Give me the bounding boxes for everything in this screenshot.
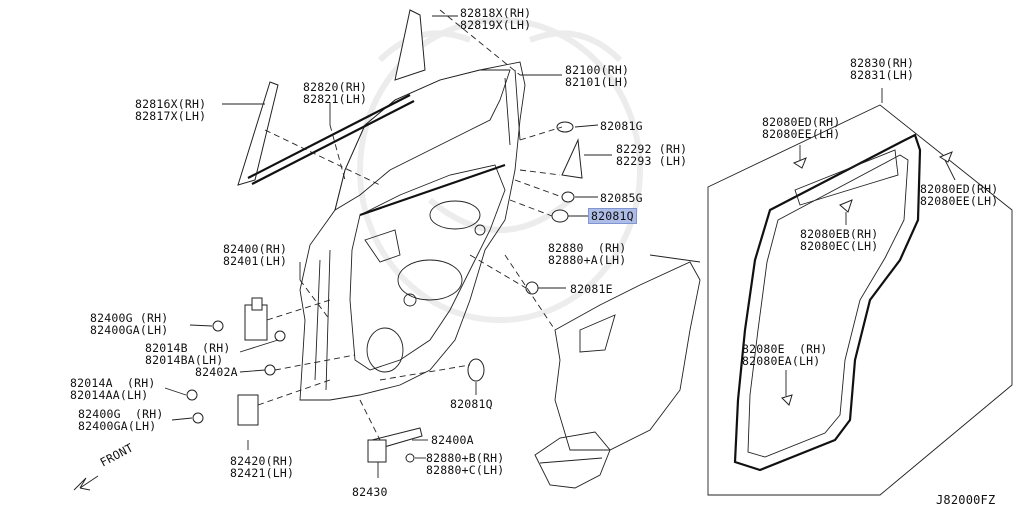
screen-82880b	[534, 431, 611, 489]
weatherstrip-box	[707, 104, 1013, 496]
clip-82080e	[781, 394, 793, 406]
label-82100: 82100(RH)82101(LH)	[565, 63, 630, 89]
label-82820: 82820(RH)82821(LH)	[303, 80, 368, 106]
label-82400a: 82400A	[431, 433, 474, 447]
label-82880b: 82880+B(RH)82880+C(LH)	[426, 451, 505, 477]
label-82830: 82830(RH)82831(LH)	[850, 56, 915, 82]
label-82420: 82420(RH)82421(LH)	[230, 454, 295, 480]
label-82080ed-left: 82080ED(RH)82080EE(LH)	[762, 115, 841, 141]
label-82818: 82818X(RH)82819X(LH)	[460, 6, 532, 32]
label-82400g-top: 82400G (RH)82400GA(LH)	[90, 311, 169, 337]
sash-82818	[394, 9, 426, 81]
clip-82080eb	[839, 199, 853, 213]
label-82402a: 82402A	[195, 365, 238, 379]
hinge-82400	[212, 297, 286, 342]
label-82014a: 82014A (RH)82014AA(LH)	[70, 376, 156, 402]
clip-82080ed-left	[792, 157, 807, 169]
front-arrow-icon	[73, 475, 99, 491]
leader-lines	[164, 9, 956, 478]
diagram-code: J82000FZ	[936, 493, 996, 507]
label-82080eb: 82080EB(RH)82080EC(LH)	[800, 227, 879, 253]
label-82081q-highlighted: 82081Q	[588, 208, 637, 224]
clip-82081e	[525, 281, 539, 295]
label-82081q-bottom: 82081Q	[450, 397, 493, 411]
label-82400g-bottom: 82400G (RH)82400GA(LH)	[78, 407, 164, 433]
moulding-82816	[237, 81, 279, 186]
sealing-screen-82880	[554, 261, 701, 451]
label-82080e: 82080E (RH)82080EA(LH)	[742, 342, 828, 368]
label-82292: 82292 (RH)82293 (LH)	[616, 142, 688, 168]
label-82081g: 82081G	[600, 119, 643, 133]
label-82080ed-right: 82080ED(RH)82080EE(LH)	[920, 182, 999, 208]
plug-82085g	[561, 191, 575, 203]
door-panel-82100	[299, 61, 526, 401]
check-link-82430	[367, 427, 423, 463]
label-82430: 82430	[352, 485, 388, 499]
clip-82080ed-right	[938, 151, 953, 163]
plug-82081q-top	[551, 209, 569, 223]
label-82880: 82880 (RH)82880+A(LH)	[548, 241, 627, 267]
door-weatherstrip-82830	[733, 133, 922, 472]
grommet-82081g	[556, 121, 574, 133]
hinge-82420	[186, 364, 276, 426]
label-82085g: 82085G	[600, 191, 643, 205]
label-82816: 82816X(RH)82817X(LH)	[135, 97, 207, 123]
weatherstrip-82820	[247, 94, 415, 185]
label-82014b: 82014B (RH)82014BA(LH)	[145, 341, 231, 367]
label-82081e: 82081E	[570, 282, 613, 296]
plug-82081q-bottom	[467, 358, 485, 382]
label-82400: 82400(RH)82401(LH)	[223, 242, 288, 268]
cover-82292	[561, 138, 583, 179]
